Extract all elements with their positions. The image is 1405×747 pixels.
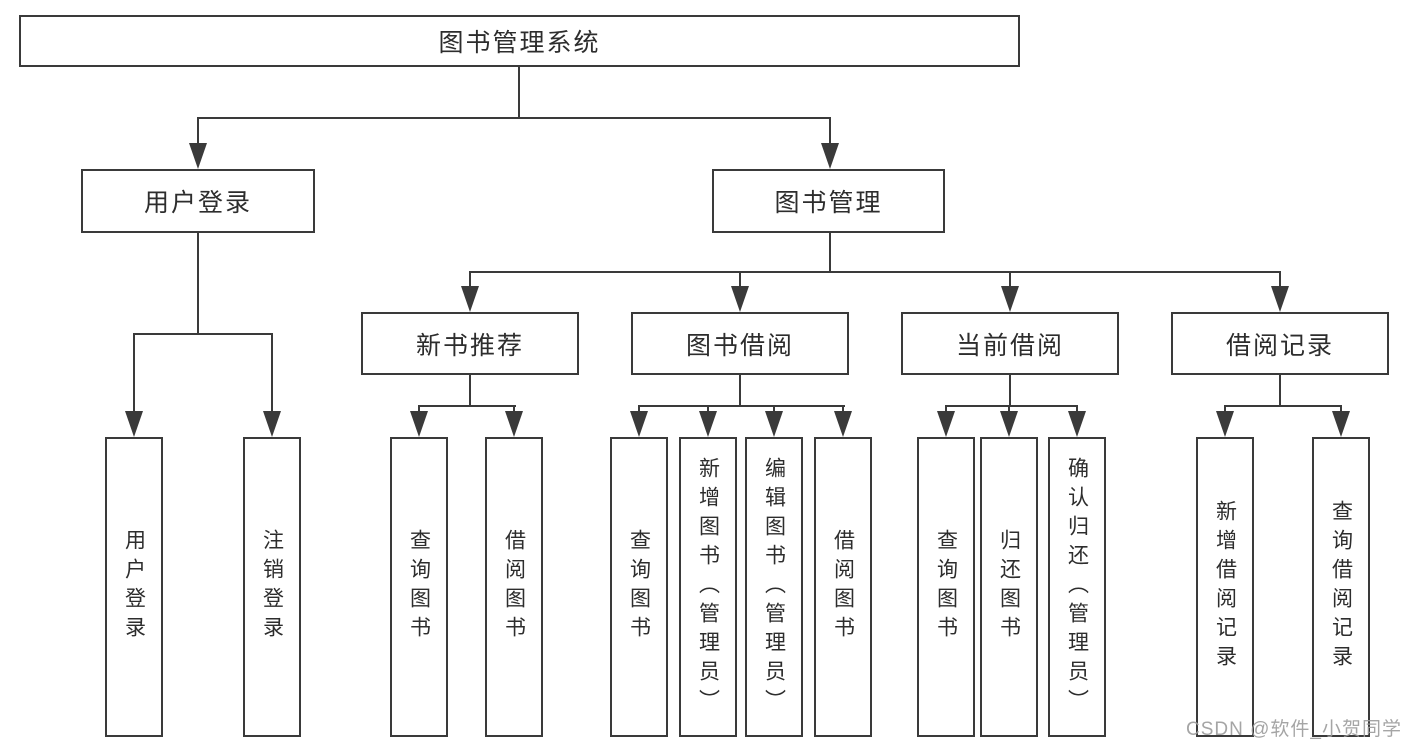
leaf-label: 查询图书 — [627, 529, 651, 645]
connector-arrowhead — [505, 411, 523, 437]
leaf-confirm-return-admin: 确认归还（管理员） — [1048, 437, 1106, 737]
leaf-label: 编辑图书（管理员） — [762, 456, 786, 718]
connector-line — [133, 333, 135, 411]
connector-line — [1076, 405, 1078, 413]
connector-line — [739, 375, 741, 407]
leaf-label: 查询借阅记录 — [1329, 500, 1353, 674]
connector-line — [773, 405, 775, 413]
node-borrow-record: 借阅记录 — [1171, 312, 1389, 375]
leaf-label: 注销登录 — [260, 529, 284, 645]
connector-arrowhead — [1068, 411, 1086, 437]
connector-line — [197, 117, 831, 119]
connector-arrowhead — [937, 411, 955, 437]
connector-line — [197, 233, 199, 335]
leaf-label: 查询图书 — [934, 529, 958, 645]
connector-arrowhead — [461, 286, 479, 312]
leaf-label: 用户登录 — [122, 529, 146, 645]
connector-arrowhead — [834, 411, 852, 437]
connector-line — [469, 375, 471, 407]
leaf-label: 归还图书 — [997, 529, 1021, 645]
leaf-query-book-recommend: 查询图书 — [390, 437, 448, 737]
leaf-logout: 注销登录 — [243, 437, 301, 737]
leaf-label: 新增借阅记录 — [1213, 500, 1237, 674]
connector-line — [1008, 405, 1010, 413]
connector-line — [469, 271, 1281, 273]
connector-arrowhead — [410, 411, 428, 437]
csdn-watermark: CSDN @软件_小贺同学 — [1186, 719, 1402, 740]
connector-arrowhead — [189, 143, 207, 169]
connector-line — [842, 405, 844, 413]
connector-line — [1340, 405, 1342, 413]
connector-line — [197, 117, 199, 145]
connector-arrowhead — [699, 411, 717, 437]
leaf-user-login: 用户登录 — [105, 437, 163, 737]
leaf-label: 确认归还（管理员） — [1065, 456, 1089, 718]
connector-line — [739, 271, 741, 287]
connector-line — [638, 405, 640, 413]
connector-line — [945, 405, 1078, 407]
connector-line — [707, 405, 709, 413]
leaf-label: 借阅图书 — [502, 529, 526, 645]
leaf-borrow-book: 借阅图书 — [814, 437, 872, 737]
connector-line — [418, 405, 516, 407]
connector-line — [1279, 375, 1281, 407]
connector-arrowhead — [765, 411, 783, 437]
connector-arrowhead — [1216, 411, 1234, 437]
node-new-book-recommend: 新书推荐 — [361, 312, 579, 375]
connector-arrowhead — [1001, 286, 1019, 312]
connector-arrowhead — [821, 143, 839, 169]
connector-line — [829, 233, 831, 273]
connector-arrowhead — [630, 411, 648, 437]
connector-line — [418, 405, 420, 413]
connector-line — [945, 405, 947, 413]
node-user-login: 用户登录 — [81, 169, 315, 233]
connector-arrowhead — [1332, 411, 1350, 437]
leaf-add-borrow-record: 新增借阅记录 — [1196, 437, 1254, 737]
connector-arrowhead — [263, 411, 281, 437]
connector-line — [518, 67, 520, 118]
connector-arrowhead — [731, 286, 749, 312]
leaf-label: 新增图书（管理员） — [696, 456, 720, 718]
leaf-label: 借阅图书 — [831, 529, 855, 645]
connector-line — [1009, 375, 1011, 407]
connector-line — [1009, 271, 1011, 287]
connector-arrowhead — [1271, 286, 1289, 312]
connector-arrowhead — [125, 411, 143, 437]
leaf-label: 查询图书 — [407, 529, 431, 645]
leaf-borrow-book-recommend: 借阅图书 — [485, 437, 543, 737]
leaf-query-book-borrow: 查询图书 — [610, 437, 668, 737]
connector-line — [1224, 405, 1342, 407]
connector-line — [829, 117, 831, 145]
connector-line — [638, 405, 845, 407]
leaf-add-book-admin: 新增图书（管理员） — [679, 437, 737, 737]
connector-line — [133, 333, 273, 335]
connector-line — [513, 405, 515, 413]
connector-line — [1224, 405, 1226, 413]
leaf-edit-book-admin: 编辑图书（管理员） — [745, 437, 803, 737]
connector-line — [469, 271, 471, 287]
node-book-management: 图书管理 — [712, 169, 945, 233]
connector-line — [271, 333, 273, 411]
leaf-query-book-current: 查询图书 — [917, 437, 975, 737]
connector-line — [1279, 271, 1281, 287]
node-library-system: 图书管理系统 — [19, 15, 1020, 67]
node-book-borrow: 图书借阅 — [631, 312, 849, 375]
leaf-query-borrow-record: 查询借阅记录 — [1312, 437, 1370, 737]
connector-arrowhead — [1000, 411, 1018, 437]
leaf-return-book: 归还图书 — [980, 437, 1038, 737]
node-current-borrow: 当前借阅 — [901, 312, 1119, 375]
